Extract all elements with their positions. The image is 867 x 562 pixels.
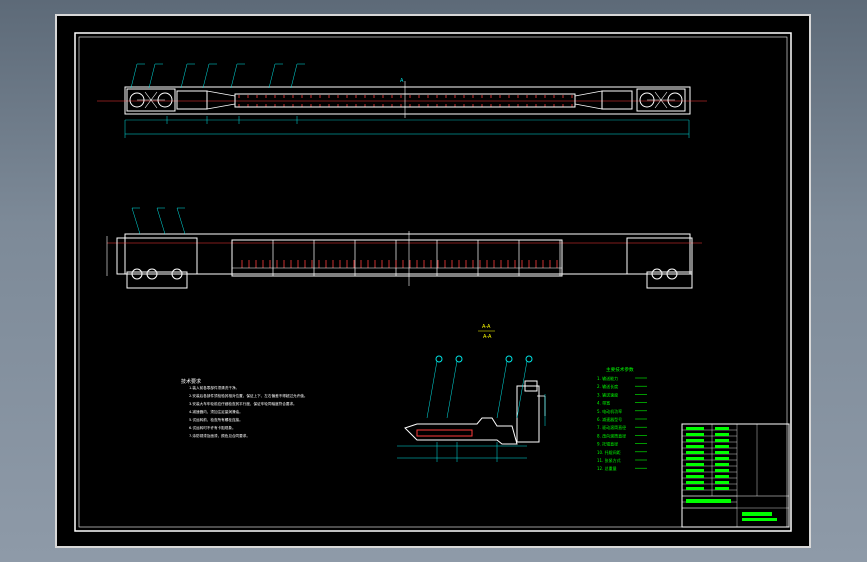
detail-top-block bbox=[524, 380, 538, 392]
notes-line: 3.安装大车车轮前应仔细检查其平行度，保证车轮同轴度符合要求。 bbox=[189, 401, 297, 406]
elevation-wheel-0 bbox=[131, 268, 143, 280]
detail-balloon-1 bbox=[455, 355, 463, 363]
spec-list: 主要技术参数 1. 输送能力 2. 输送长度 3. 输送速度 4. 带宽 5. 电动机功率… bbox=[597, 366, 647, 471]
spec-row: 10. 托辊间距 bbox=[597, 449, 621, 455]
elevation-view bbox=[106, 207, 702, 289]
detail-balloon-2 bbox=[505, 355, 513, 363]
plan-tail-unit bbox=[601, 90, 633, 110]
section-mark-label: A-A bbox=[482, 324, 491, 330]
spec-title: 主要技术参数 bbox=[606, 366, 634, 373]
notes-line: 2.安装后各部件须检验其相对位置，保证上下、左右偏差不得超过允许值。 bbox=[189, 393, 307, 398]
plan-drive-unit bbox=[176, 90, 208, 110]
plan-end-unit-left bbox=[126, 88, 176, 112]
plan-end-unit-right bbox=[636, 88, 686, 112]
elevation-tail-end bbox=[626, 237, 693, 275]
plan-outline bbox=[124, 86, 691, 115]
notes-line: 7.涂防锈漆及面漆，颜色见合同要求。 bbox=[189, 433, 250, 438]
elevation-wheel-4 bbox=[666, 268, 678, 280]
detail-section-body bbox=[404, 417, 518, 445]
notes-line: 5.试运转前，检查所有螺栓连接。 bbox=[189, 417, 243, 422]
elevation-middle-frame bbox=[231, 239, 563, 277]
detail-balloon-0 bbox=[435, 355, 443, 363]
detail-balloon-3 bbox=[525, 355, 533, 363]
elevation-drive-end bbox=[116, 237, 198, 275]
title-block bbox=[681, 423, 790, 528]
notes-title: 技术要求 bbox=[181, 378, 201, 385]
notes-line: 1.装入前各零部件须清洗干净。 bbox=[189, 385, 239, 390]
elevation-wheel-3 bbox=[651, 268, 663, 280]
plan-view: A bbox=[97, 63, 707, 138]
spec-row: 2. 输送长度 bbox=[597, 383, 618, 389]
spec-row: 1. 输送能力 bbox=[597, 375, 618, 381]
detail-upright bbox=[516, 385, 540, 443]
spec-row: 3. 输送速度 bbox=[597, 391, 618, 397]
spec-row: 7. 驱动滚筒直径 bbox=[597, 424, 626, 430]
section-mark-sub: A-A bbox=[483, 334, 492, 340]
title-block-frame bbox=[681, 423, 790, 528]
drawing-border-outer bbox=[74, 32, 792, 532]
elevation-outline bbox=[124, 233, 691, 275]
spec-row: 4. 带宽 bbox=[597, 400, 610, 406]
spec-row: 9. 托辊直径 bbox=[597, 441, 618, 447]
spec-row: 12. 总重量 bbox=[597, 465, 617, 471]
svg-text:A: A bbox=[400, 78, 404, 84]
section-mark-group: A-A A-A bbox=[478, 324, 495, 340]
notes-line: 6.试运转时不许有卡阻现象。 bbox=[189, 425, 236, 430]
detail-view bbox=[397, 355, 546, 462]
elevation-base-right bbox=[646, 271, 693, 289]
elevation-wheel-2 bbox=[171, 268, 183, 280]
spec-row: 6. 减速器型号 bbox=[597, 416, 622, 422]
spec-row: 8. 改向滚筒直径 bbox=[597, 432, 626, 438]
notes-line: 4.减速器内，须加注足量润滑油。 bbox=[189, 409, 243, 414]
spec-row: 11. 张紧方式 bbox=[597, 457, 621, 463]
drawing-border-inner bbox=[78, 36, 788, 528]
spec-row: 5. 电动机功率 bbox=[597, 408, 622, 414]
detail-inner bbox=[416, 429, 473, 437]
elevation-base-left bbox=[126, 271, 188, 289]
elevation-wheel-1 bbox=[146, 268, 158, 280]
